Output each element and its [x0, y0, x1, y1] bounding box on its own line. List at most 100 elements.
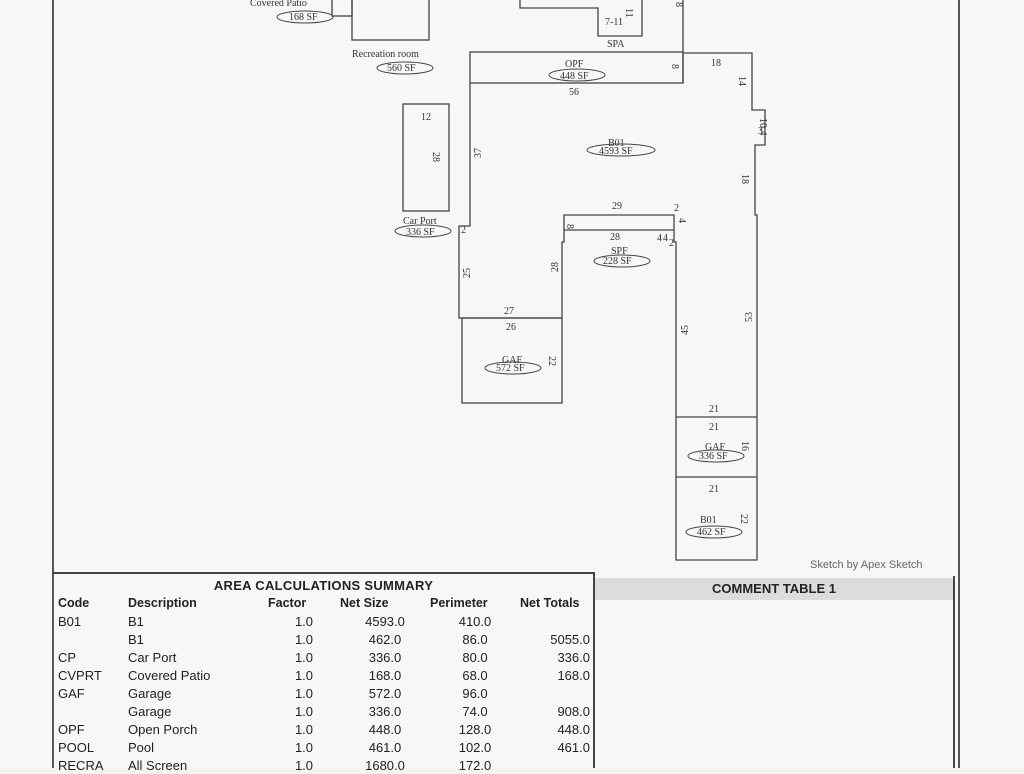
- cell-code: B01: [58, 613, 82, 629]
- comment-table: COMMENT TABLE 1: [595, 576, 955, 768]
- header-code: Code: [58, 596, 90, 610]
- summary-header-row: Code Description Factor Net Size Perimet…: [58, 594, 590, 612]
- cell-net-totals: [520, 684, 590, 702]
- cell-description: Pool: [128, 739, 155, 755]
- cell-net-totals: 448.0: [557, 721, 590, 737]
- cell-perimeter: 172.0: [458, 757, 492, 773]
- cell-perimeter: 74.0: [462, 703, 488, 719]
- floor-plan-drawing: Covered Patio 168 SF Recreation room 560…: [250, 0, 768, 561]
- dim-label: 14: [736, 76, 747, 86]
- sf-b01-small: 462 SF: [697, 527, 726, 538]
- cell-factor: 1.0: [294, 667, 314, 683]
- cell-code: CVPRT: [58, 667, 102, 683]
- cell-description: B1: [128, 631, 144, 647]
- comment-table-title: COMMENT TABLE 1: [595, 578, 953, 600]
- dim-label: 18: [711, 58, 721, 69]
- cell-description: Garage: [128, 703, 172, 719]
- cell-factor: 1.0: [294, 631, 314, 647]
- header-perimeter: Perimeter: [430, 596, 488, 610]
- cell-description: Garage: [128, 685, 172, 701]
- table-row: B1 1.0 462.0 86.0 5055.0: [58, 630, 590, 648]
- summary-table: Code Description Factor Net Size Perimet…: [58, 594, 590, 774]
- cell-net-totals: 5055.0: [550, 631, 590, 647]
- oval-spf: [593, 254, 651, 268]
- dim-label: 27: [504, 306, 514, 317]
- dim-label: 2: [674, 203, 679, 214]
- header-factor: Factor: [268, 596, 307, 610]
- cell-perimeter: 410.0: [458, 613, 492, 629]
- cell-net-totals: [520, 756, 590, 774]
- cell-factor: 1.0: [294, 685, 314, 701]
- label-car-port: Car Port: [403, 216, 437, 227]
- sf-gaf-right: 336 SF: [699, 451, 728, 462]
- cell-net-totals: 908.0: [557, 703, 590, 719]
- dim-label: 28: [610, 232, 620, 243]
- dim-label: 12: [421, 112, 431, 123]
- covered-patio-outline: [331, 0, 353, 17]
- cell-code: POOL: [58, 739, 95, 755]
- cell-net-totals: [520, 612, 590, 630]
- cell-net-size: 448.0: [368, 721, 402, 737]
- dim-label: 11: [623, 8, 634, 18]
- dim-label: 4: [676, 218, 687, 223]
- cell-factor: 1.0: [294, 721, 314, 737]
- cell-perimeter: 68.0: [462, 667, 488, 683]
- oval-b01-main: [586, 143, 656, 157]
- cell-factor: 1.0: [294, 649, 314, 665]
- dim-label: 25: [462, 268, 473, 278]
- cell-net-size: 168.0: [368, 667, 402, 683]
- sf-gaf-left: 572 SF: [496, 363, 525, 374]
- dim-label: 56: [569, 87, 579, 98]
- cell-net-size: 1680.0: [365, 757, 405, 773]
- table-row: RECRA All Screen 1.0 1680.0 172.0: [58, 756, 590, 774]
- cell-net-totals: 168.0: [557, 667, 590, 683]
- header-description: Description: [128, 596, 197, 610]
- oval-gaf-left: [484, 361, 542, 375]
- cell-factor: 1.0: [294, 703, 314, 719]
- table-row: CP Car Port 1.0 336.0 80.0 336.0: [58, 648, 590, 666]
- car-port-outline: [402, 103, 450, 212]
- cell-net-size: 572.0: [368, 685, 402, 701]
- cell-perimeter: 102.0: [458, 739, 492, 755]
- cell-net-size: 336.0: [368, 703, 402, 719]
- table-row: CVPRT Covered Patio 1.0 168.0 68.0 168.0: [58, 666, 590, 684]
- recreation-room-outline: [351, 0, 430, 41]
- label-gaf-right: GAF: [705, 442, 725, 453]
- cell-perimeter: 96.0: [462, 685, 488, 701]
- sf-covered-patio: 168 SF: [289, 12, 318, 23]
- dim-label: 22: [546, 356, 557, 366]
- dim-label: 28: [430, 152, 441, 162]
- header-net-size: Net Size: [340, 596, 389, 610]
- dim-label: 26: [506, 322, 516, 333]
- dim-label: 3: [758, 126, 763, 137]
- cell-factor: 1.0: [294, 613, 314, 629]
- table-row: OPF Open Porch 1.0 448.0 128.0 448.0: [58, 720, 590, 738]
- dim-label: 7-11: [605, 17, 623, 28]
- table-row: GAF Garage 1.0 572.0 96.0: [58, 684, 590, 702]
- label-b01-main: B01: [608, 138, 625, 149]
- oval-opf: [548, 68, 606, 82]
- cell-description: Covered Patio: [128, 667, 211, 683]
- dim-label: 37: [473, 148, 484, 158]
- label-recreation-room: Recreation room: [352, 49, 419, 60]
- dim-label: 21: [709, 484, 719, 495]
- oval-b01-small: [685, 525, 743, 539]
- label-spa: SPA: [607, 39, 625, 50]
- sf-spf: 228 SF: [603, 256, 632, 267]
- dim-label: 16: [739, 441, 750, 451]
- spa-outline: [519, 0, 643, 37]
- cell-factor: 1.0: [294, 739, 314, 755]
- label-covered-patio: Covered Patio: [250, 0, 307, 9]
- dim-label: 45: [680, 325, 691, 335]
- dim-label: 8: [669, 64, 680, 69]
- dim-label: 8: [673, 2, 684, 7]
- label-gaf-left: GAF: [502, 355, 522, 366]
- cell-factor: 1.0: [294, 757, 314, 773]
- sf-car-port: 336 SF: [406, 227, 435, 238]
- cell-code: OPF: [58, 721, 85, 737]
- area-calculations-summary: AREA CALCULATIONS SUMMARY Code Descripti…: [52, 572, 595, 773]
- cell-net-totals: 461.0: [557, 739, 590, 755]
- cell-net-size: 462.0: [368, 631, 402, 647]
- cell-net-size: 4593.0: [365, 613, 405, 629]
